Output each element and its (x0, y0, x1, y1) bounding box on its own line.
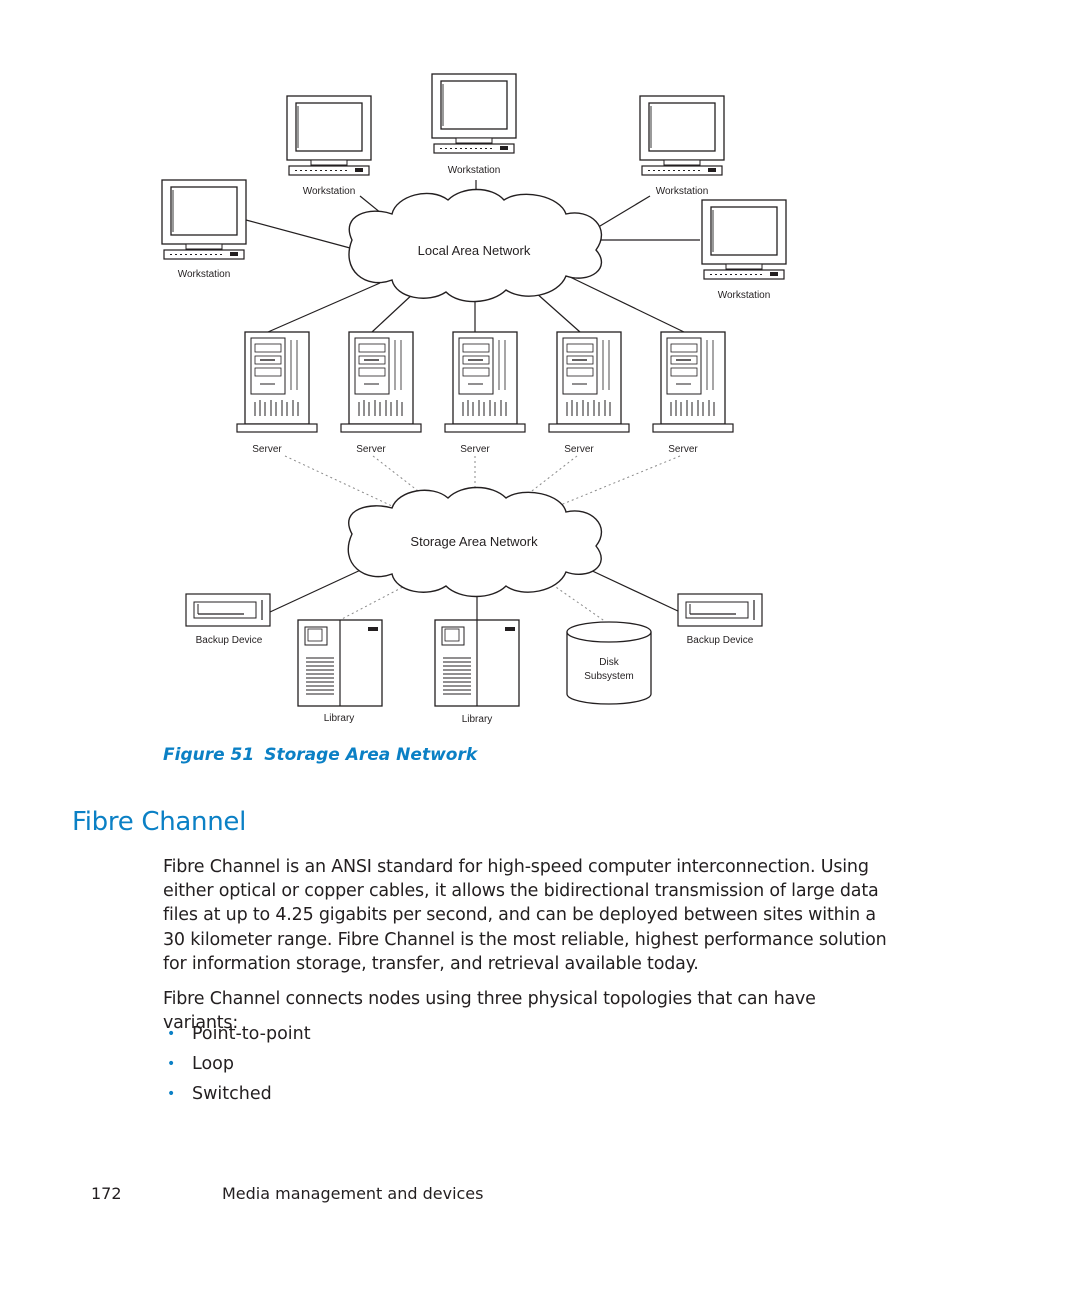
workstation-top-center: Workstation (431, 73, 517, 176)
server-label: Server (460, 444, 490, 455)
topology-list: • Point-to-point • Loop • Switched (163, 1022, 311, 1112)
disk-subsystem: Disk Subsystem (566, 621, 652, 705)
list-item: • Loop (163, 1052, 311, 1082)
subsystem-label: Subsystem (584, 671, 633, 682)
library-left: Library (297, 619, 383, 724)
list-item: • Switched (163, 1082, 311, 1112)
lan-cloud (348, 188, 603, 303)
footer-chapter-title: Media management and devices (222, 1184, 484, 1203)
list-item: • Point-to-point (163, 1022, 311, 1052)
workstation-label: Workstation (656, 186, 709, 197)
bullet-icon: • (167, 1056, 176, 1072)
san-label: Storage Area Network (410, 534, 538, 549)
figure-number: Figure 51 (163, 745, 255, 765)
workstation-right: Workstation (701, 199, 787, 301)
library-label: Library (324, 713, 355, 724)
server-label: Server (564, 444, 594, 455)
storage-area-network-diagram: Local Area Network Storage Area Network … (161, 73, 787, 725)
library-right: Library (434, 619, 520, 725)
server-3: Server (444, 331, 526, 455)
server-1: Server (236, 331, 318, 455)
workstation-label: Workstation (178, 269, 231, 280)
page-number: 172 (91, 1184, 122, 1203)
workstation-top-left: Workstation (286, 95, 372, 197)
workstation-label: Workstation (718, 290, 771, 301)
bullet-icon: • (167, 1086, 176, 1102)
server-2: Server (340, 331, 422, 455)
list-item-text: Loop (192, 1054, 234, 1074)
workstation-top-right: Workstation (639, 95, 725, 197)
workstation-left: Workstation (161, 179, 247, 280)
server-label: Server (356, 444, 386, 455)
list-item-text: Switched (192, 1084, 272, 1104)
figure-title: Storage Area Network (264, 745, 478, 765)
lan-label: Local Area Network (418, 243, 531, 258)
server-5: Server (652, 331, 734, 455)
san-cloud (347, 486, 603, 598)
disk-label: Disk (599, 657, 619, 668)
backup-device-label: Backup Device (687, 635, 754, 646)
body-paragraph-2: Fibre Channel connects nodes using three… (163, 989, 816, 1034)
list-item-text: Point-to-point (192, 1024, 311, 1044)
backup-device-left: Backup Device (185, 593, 271, 646)
bullet-icon: • (167, 1026, 176, 1042)
server-label: Server (252, 444, 282, 455)
backup-device-right: Backup Device (677, 593, 763, 646)
figure-caption: Figure 51 Storage Area Network (163, 745, 477, 765)
server-4: Server (548, 331, 630, 455)
body-paragraph-1: Fibre Channel is an ANSI standard for hi… (163, 857, 887, 974)
workstation-label: Workstation (448, 165, 501, 176)
workstation-label: Workstation (303, 186, 356, 197)
library-label: Library (462, 714, 493, 725)
section-heading: Fibre Channel (72, 807, 247, 837)
backup-device-label: Backup Device (196, 635, 263, 646)
server-label: Server (668, 444, 698, 455)
lan-links (245, 180, 700, 333)
